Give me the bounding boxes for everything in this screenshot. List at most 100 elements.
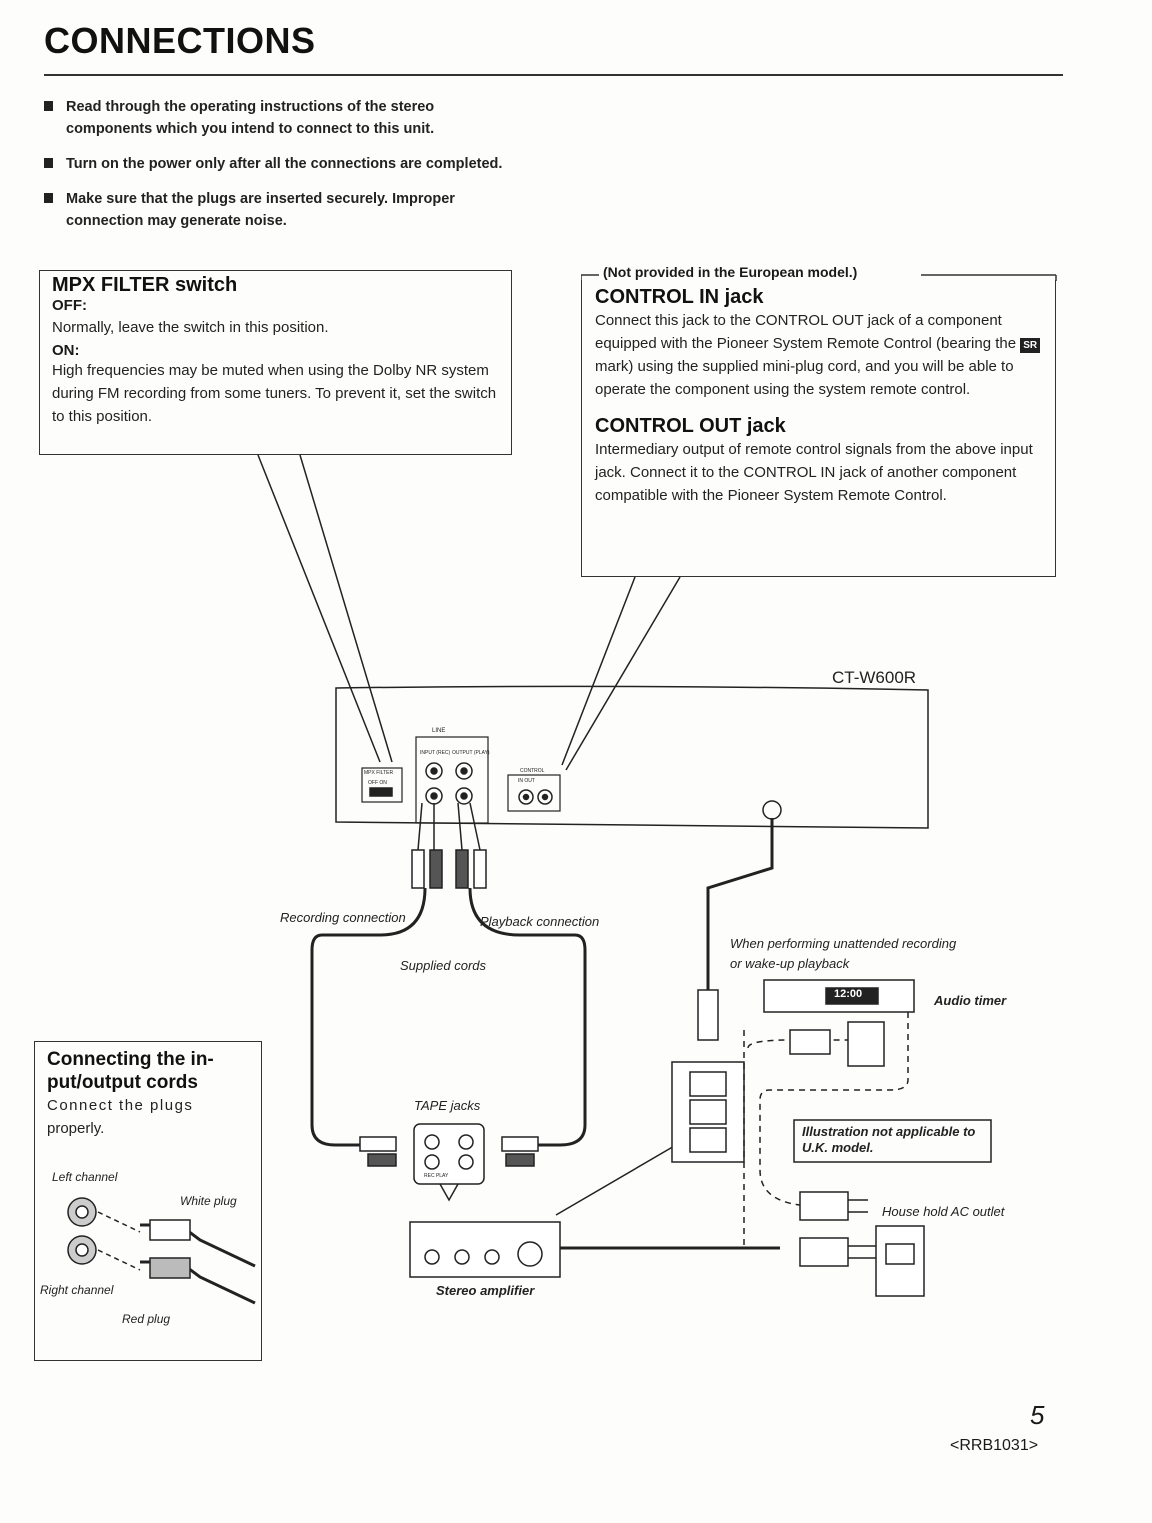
bullet-square-icon <box>44 193 53 203</box>
house-outlet-label: House hold AC outlet <box>882 1204 1005 1219</box>
control-in-text-2: mark) using the supplied mini-plug cord,… <box>595 358 1014 398</box>
bullet-square-icon <box>44 158 53 168</box>
control-label: CONTROL <box>520 768 545 774</box>
tape-jacks-label: TAPE jacks <box>414 1098 481 1113</box>
playback-connection-label: Playback connection <box>480 914 600 929</box>
connecting-text-1: Connect the plugs <box>47 1097 194 1114</box>
european-model-note: (Not provided in the European model.) <box>600 264 861 280</box>
jack-icon <box>458 1134 474 1150</box>
mpx-callout-line <box>257 454 381 763</box>
rca-cord <box>417 802 481 851</box>
uk-note-box <box>793 1119 992 1163</box>
plug-icon <box>359 1136 397 1152</box>
bullet-square-icon <box>44 101 53 111</box>
knob-icon <box>424 1249 440 1265</box>
mpx-filter-label: MPX FILTER <box>364 770 394 776</box>
in-out-label: IN OUT <box>518 778 535 784</box>
mpx-on-label: ON: <box>52 342 80 359</box>
input-rec-label: INPUT (REC) <box>420 750 451 756</box>
jack-icon <box>518 789 534 805</box>
house-outlet-icon <box>875 1225 925 1297</box>
connecting-text-2: properly. <box>47 1120 105 1137</box>
plug-icon <box>799 1237 849 1267</box>
plug-icon <box>455 849 469 889</box>
timer-display <box>825 987 879 1005</box>
timer-note-1: When performing unattended recording <box>730 936 957 951</box>
mpx-off-text: Normally, leave the switch in this posit… <box>52 319 329 336</box>
control-box-top-border <box>581 274 1057 281</box>
playback-cord <box>468 887 587 1147</box>
control-in-heading: CONTROL IN jack <box>595 286 764 308</box>
knob-icon <box>454 1249 470 1265</box>
plug-icon <box>501 1136 539 1152</box>
mpx-switch-panel <box>361 767 403 803</box>
page-title: CONNECTIONS <box>44 20 316 61</box>
mpx-switch-icon <box>369 787 393 797</box>
socket-icon <box>689 1127 727 1153</box>
page-number: 5 <box>1030 1400 1045 1430</box>
jack-icon <box>424 1154 440 1170</box>
mpx-filter-box: MPX FILTER switch OFF: Normally, leave t… <box>39 270 512 455</box>
audio-timer-label: Audio timer <box>934 993 1007 1008</box>
control-jack-panel <box>507 774 561 812</box>
recording-cord <box>310 887 427 1147</box>
uk-note-2: U.K. model. <box>802 1140 874 1155</box>
mpx-heading: MPX FILTER switch <box>52 274 238 296</box>
jack-icon <box>455 787 473 805</box>
connecting-heading-2: put/output cords <box>47 1072 198 1093</box>
jack-icon <box>425 762 443 780</box>
control-callout-line <box>561 576 636 766</box>
document-code: <RRB1031> <box>950 1437 1039 1454</box>
list-item: Read through the operating instructions … <box>44 96 524 140</box>
socket-icon <box>689 1071 727 1097</box>
red-plug-label: Red plug <box>122 1312 171 1326</box>
control-in-text-1: Connect this jack to the CONTROL OUT jac… <box>595 312 1017 352</box>
plug-icon <box>789 1029 831 1055</box>
stereo-amplifier-label: Stereo amplifier <box>436 1283 535 1298</box>
connecting-heading-1: Connecting the in- <box>47 1049 214 1070</box>
knob-icon <box>484 1249 500 1265</box>
bullet-text: Make sure that the plugs are inserted se… <box>66 191 455 229</box>
sr-mark-icon: SR <box>1020 338 1041 353</box>
rec-play-label: REC PLAY <box>424 1173 449 1179</box>
amp-outlet-icon <box>671 1061 745 1163</box>
plug-icon <box>799 1191 849 1221</box>
right-channel-label: Right channel <box>40 1283 114 1297</box>
mpx-callout-line <box>299 454 393 763</box>
model-label: CT-W600R <box>832 668 917 687</box>
mpx-off-label: OFF: <box>52 297 87 314</box>
output-play-label: OUTPUT (PLAY) <box>452 750 490 756</box>
plug-icon <box>367 1153 397 1167</box>
jack-icon <box>455 762 473 780</box>
plug-icon <box>505 1153 535 1167</box>
plug-icon <box>473 849 487 889</box>
control-callout-line <box>565 576 681 771</box>
uk-note-1: Illustration not applicable to <box>802 1124 976 1139</box>
plug-icon <box>411 849 425 889</box>
line-label: LINE <box>432 728 446 734</box>
line-jack-panel <box>415 736 489 824</box>
power-plug-icon <box>697 989 719 1041</box>
title-rule <box>44 74 1063 76</box>
power-cord-entry-icon <box>762 800 782 820</box>
supplied-cords-label: Supplied cords <box>400 958 486 973</box>
white-plug-label: White plug <box>180 1194 237 1208</box>
timer-outlet-icon <box>847 1021 885 1067</box>
knob-icon <box>517 1241 543 1267</box>
control-out-text: Intermediary output of remote control si… <box>595 441 1033 504</box>
socket-icon <box>885 1243 915 1265</box>
power-cord <box>706 818 774 990</box>
control-out-heading: CONTROL OUT jack <box>595 415 786 437</box>
dashed-cord <box>759 1012 909 1206</box>
plug-icon <box>429 849 443 889</box>
timer-note-2: or wake-up playback <box>730 956 850 971</box>
bullet-text: Turn on the power only after all the con… <box>66 156 503 172</box>
tape-pointer <box>439 1183 459 1202</box>
plug-prongs <box>848 1199 880 1259</box>
timer-display-text: 12:00 <box>834 988 863 1000</box>
list-item: Turn on the power only after all the con… <box>44 153 524 175</box>
stereo-amplifier-icon <box>409 1221 561 1278</box>
list-item: Make sure that the plugs are inserted se… <box>44 188 524 232</box>
jack-icon <box>537 789 553 805</box>
